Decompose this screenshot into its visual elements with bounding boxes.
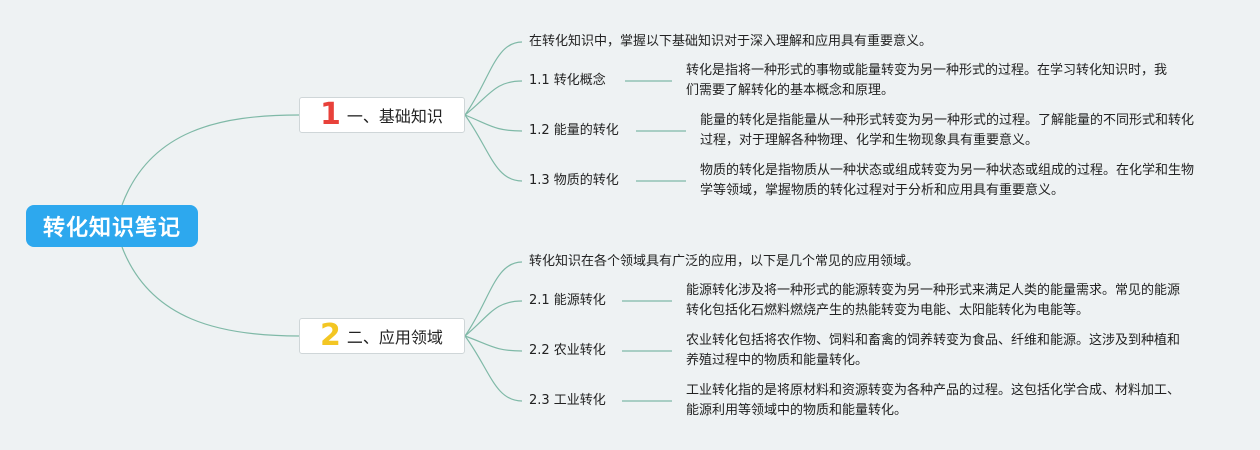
connector [464,261,523,337]
number-two-icon: 2 [320,318,341,353]
connector [464,41,523,116]
number-one-icon: 1 [320,97,341,132]
subtopic-1-1[interactable]: 1.1 转化概念 [529,73,606,88]
connector [464,335,523,352]
root-topic[interactable]: 转化知识笔记 [26,205,198,247]
subtopic-1-2[interactable]: 1.2 能量的转化 [529,123,619,138]
subtopic-2-1-detail[interactable]: 能源转化涉及将一种形式的能源转变为另一种形式来满足人类的能量需求。常见的能源转化… [686,283,1181,318]
branch-intro[interactable]: 在转化知识中，掌握以下基础知识对于深入理解和应用具有重要意义。 [529,34,933,49]
subtopic-2-3-detail[interactable]: 工业转化指的是将原材料和资源转变为各种产品的过程。这包括化学合成、材料加工、能源… [686,383,1181,418]
subtopic-1-1-detail[interactable]: 转化是指将一种形式的事物或能量转变为另一种形式的过程。在学习转化知识时，我们需要… [686,63,1168,98]
subtopic-2-3[interactable]: 2.3 工业转化 [529,393,606,408]
connector [464,300,523,337]
connector [464,114,523,132]
branch-label: 一、基础知识 [346,107,443,126]
branch-topic-applications[interactable]: 2 二、应用领域 [299,318,465,354]
subtopic-1-2-detail[interactable]: 能量的转化是指能量从一种形式转变为另一种形式的过程。了解能量的不同形式和转化过程… [700,113,1195,148]
branch-topic-basics[interactable]: 1 一、基础知识 [299,97,465,133]
subtopic-1-3[interactable]: 1.3 物质的转化 [529,173,619,188]
connector [464,114,523,182]
branch-label: 二、应用领域 [346,328,443,347]
connector [464,335,523,402]
subtopic-2-2[interactable]: 2.2 农业转化 [529,343,606,358]
branch-intro[interactable]: 转化知识在各个领域具有广泛的应用，以下是几个常见的应用领域。 [529,254,920,269]
subtopic-2-1[interactable]: 2.1 能源转化 [529,293,606,308]
subtopic-1-3-detail[interactable]: 物质的转化是指物质从一种状态或组成转变为另一种状态或组成的过程。在化学和生物学等… [700,163,1195,198]
connector [121,246,300,337]
subtopic-2-2-detail[interactable]: 农业转化包括将农作物、饲料和畜禽的饲养转变为食品、纤维和能源。这涉及到种植和养殖… [686,333,1181,368]
connector [121,114,300,206]
connector [464,80,523,116]
